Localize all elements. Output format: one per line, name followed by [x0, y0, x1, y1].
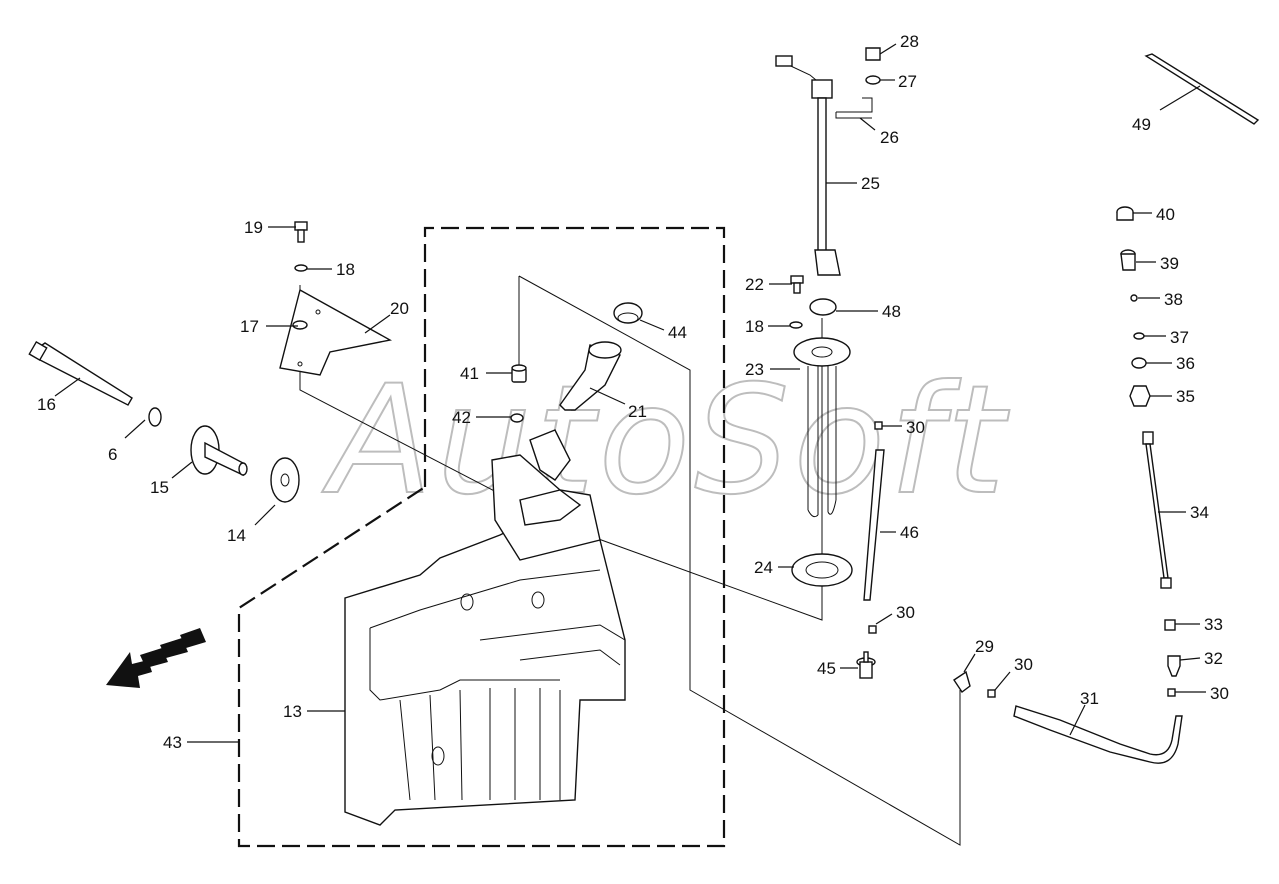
- callout-38: 38: [1164, 290, 1183, 309]
- callout-48: 48: [882, 302, 901, 321]
- bolt: [294, 221, 308, 243]
- callout-40: 40: [1156, 205, 1175, 224]
- callout-29: 29: [975, 637, 994, 656]
- callout-30d: 30: [1210, 684, 1229, 703]
- long-bolt: [28, 340, 133, 406]
- callout-20: 20: [390, 299, 409, 318]
- o-ring: [510, 413, 524, 423]
- tank-assembly-boundary: [237, 226, 726, 848]
- callout-37: 37: [1170, 328, 1189, 347]
- o-ring: [1131, 357, 1147, 369]
- small-fitting: [987, 689, 996, 698]
- small-fitting: [874, 421, 883, 430]
- ball: [1130, 294, 1138, 302]
- direction-arrow: [106, 628, 206, 688]
- filler-cap: [613, 302, 643, 324]
- breather-fitting: [511, 364, 527, 383]
- callout-22: 22: [745, 275, 764, 294]
- callout-25: 25: [861, 174, 880, 193]
- elbow-fitting: [953, 670, 971, 694]
- washer: [789, 321, 803, 329]
- washer: [1133, 332, 1145, 340]
- callout-32: 32: [1204, 649, 1223, 668]
- callout-30b: 30: [896, 603, 915, 622]
- callout-23: 23: [745, 360, 764, 379]
- callout-16: 16: [37, 395, 56, 414]
- callout-14: 14: [227, 526, 246, 545]
- heat-shield: [279, 288, 393, 376]
- fitting: [1167, 655, 1181, 677]
- callout-31: 31: [1080, 689, 1099, 708]
- washer: [294, 264, 308, 272]
- callout-45: 45: [817, 659, 836, 678]
- callout-35: 35: [1176, 387, 1195, 406]
- nut: [865, 47, 881, 61]
- temperature-sensor: [856, 651, 876, 679]
- callout-46: 46: [900, 523, 919, 542]
- callout-42: 42: [452, 408, 471, 427]
- dip-tube: [863, 449, 885, 601]
- callout-6: 6: [108, 445, 117, 464]
- callout-33: 33: [1204, 615, 1223, 634]
- callout-18: 18: [336, 260, 355, 279]
- watermark: AutoSoft: [322, 354, 1010, 528]
- callout-30a: 30: [906, 418, 925, 437]
- fuel-tank: [344, 454, 626, 826]
- callout-18b: 18: [745, 317, 764, 336]
- callout-49: 49: [1132, 115, 1151, 134]
- fuel-pickup-assembly: [793, 337, 851, 518]
- callout-34: 34: [1190, 503, 1209, 522]
- washer: [865, 75, 881, 85]
- callout-28: 28: [900, 32, 919, 51]
- callouts: 13 43 14 15 6 16 17 18 19 20 41 42 21 44…: [37, 32, 1229, 752]
- callout-13: 13: [283, 702, 302, 721]
- callout-36: 36: [1176, 354, 1195, 373]
- callout-24: 24: [754, 558, 773, 577]
- callout-43: 43: [163, 733, 182, 752]
- fuel-level-sender: [775, 55, 841, 276]
- bolt: [790, 275, 804, 294]
- callout-41: 41: [460, 364, 479, 383]
- callout-15: 15: [150, 478, 169, 497]
- cap: [1116, 206, 1134, 221]
- callout-17: 17: [240, 317, 259, 336]
- callout-27: 27: [898, 72, 917, 91]
- callout-44: 44: [668, 323, 687, 342]
- small-fitting: [868, 625, 877, 634]
- clip: [835, 97, 873, 119]
- callout-21: 21: [628, 402, 647, 421]
- sleeve: [1120, 249, 1136, 271]
- callout-19: 19: [244, 218, 263, 237]
- washer: [292, 320, 308, 330]
- washer: [148, 407, 162, 427]
- o-ring: [809, 298, 837, 316]
- callout-30c: 30: [1014, 655, 1033, 674]
- large-washer: [270, 457, 300, 503]
- callout-26: 26: [880, 128, 899, 147]
- mounting-spacer: [190, 425, 248, 477]
- callout-39: 39: [1160, 254, 1179, 273]
- small-fitting: [1167, 688, 1176, 697]
- cable-tie: [1144, 53, 1260, 125]
- fuel-hose: [1013, 705, 1183, 764]
- gasket: [791, 553, 853, 587]
- nut: [1164, 619, 1176, 631]
- nut: [1129, 385, 1151, 407]
- filler-neck: [529, 341, 622, 481]
- threaded-rod: [1142, 431, 1172, 589]
